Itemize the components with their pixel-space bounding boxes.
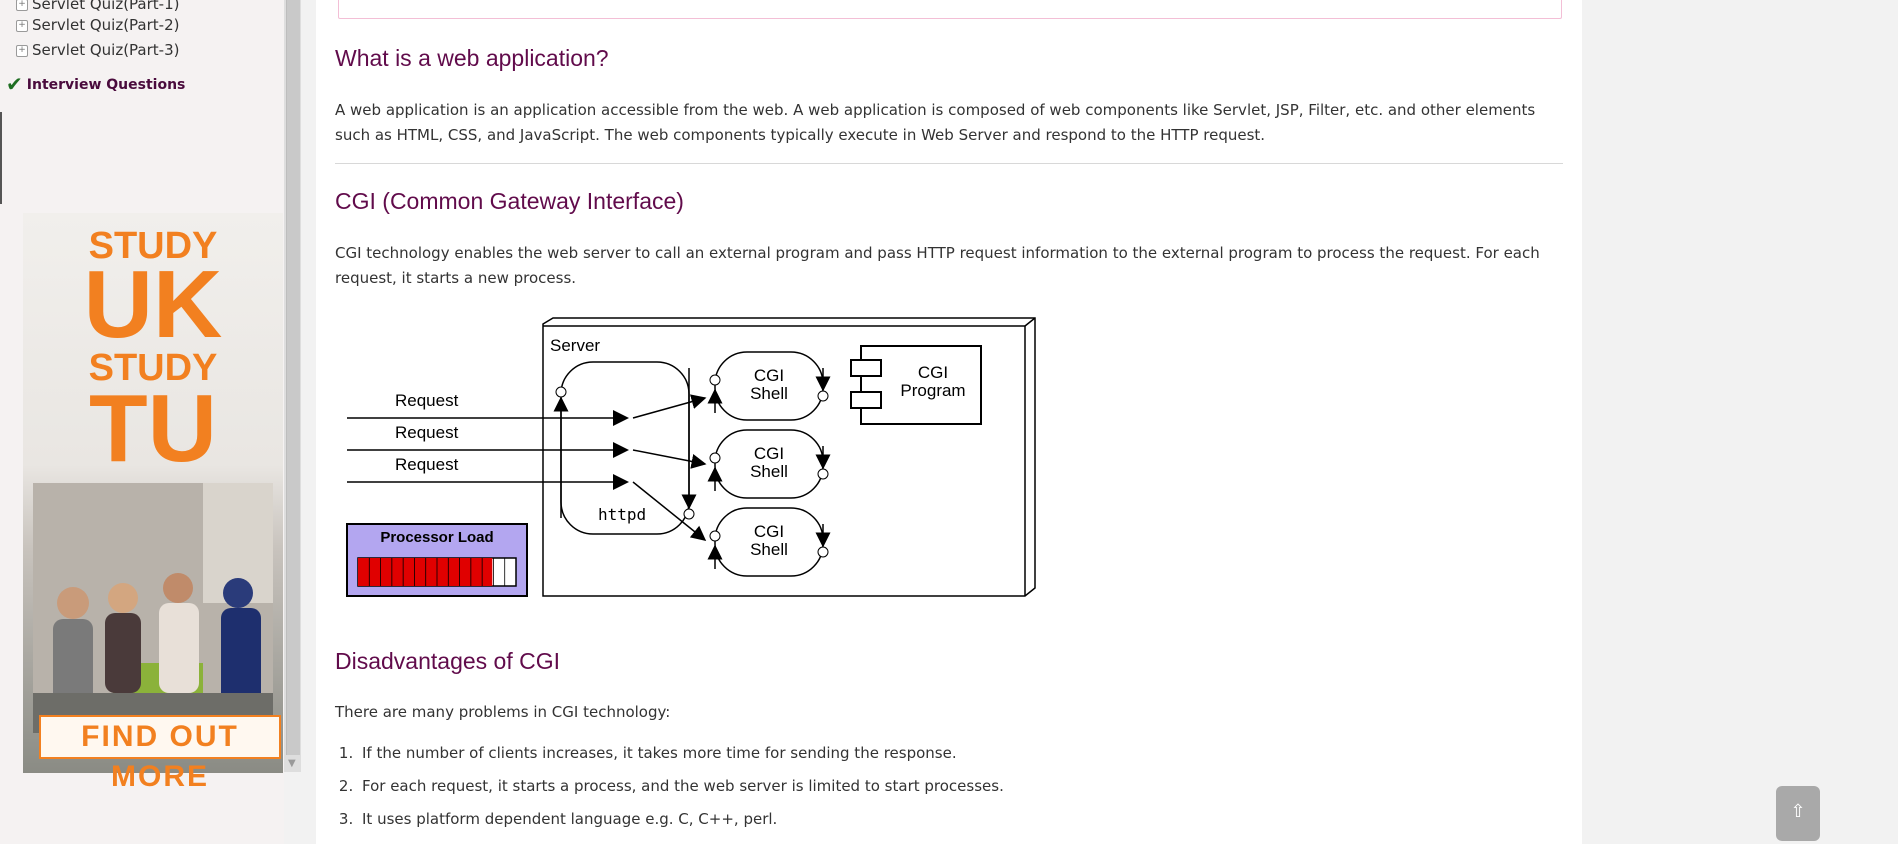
request-label: Request xyxy=(395,423,459,442)
expand-icon[interactable]: + xyxy=(16,19,28,32)
cgi-program-component: CGI Program xyxy=(850,345,982,425)
processor-load-fill xyxy=(358,558,493,586)
sidebar-item-servlet-quiz-1[interactable]: + Servlet Quiz(Part-1) xyxy=(16,0,179,13)
port-circle xyxy=(683,508,695,520)
cgi-architecture-diagram: Server httpd Request Request Request CGI… xyxy=(346,317,1036,597)
sidebar-item-label: Servlet Quiz(Part-3) xyxy=(32,41,180,59)
content-box xyxy=(338,0,1562,19)
cgi-shell-label: Shell xyxy=(750,540,788,559)
ad-headline: STUDY xyxy=(88,347,218,389)
list-item: For each request, it starts a process, a… xyxy=(358,771,1558,804)
sidebar-item-label: Servlet Quiz(Part-2) xyxy=(32,16,180,34)
sidebar-item-interview-questions[interactable]: ✔Interview Questions xyxy=(6,72,185,96)
processor-load-panel: Processor Load xyxy=(346,523,528,597)
request-label: Request xyxy=(395,455,459,474)
expand-icon[interactable]: + xyxy=(16,44,28,57)
request-label: Request xyxy=(395,391,459,410)
cgi-shell-label: CGI xyxy=(754,366,784,385)
cgi-shell: CGI Shell xyxy=(707,429,831,499)
paragraph-disadvantages: There are many problems in CGI technolog… xyxy=(335,703,671,721)
sidebar-item-label: Interview Questions xyxy=(26,77,186,93)
server-label: Server xyxy=(550,336,600,355)
cgi-program-label: Program xyxy=(900,381,965,400)
cgi-problems-list: If the number of clients increases, it t… xyxy=(335,738,1558,837)
expand-icon[interactable]: + xyxy=(16,0,28,11)
cgi-shell-label: Shell xyxy=(750,384,788,403)
sidebar-divider xyxy=(0,112,2,204)
heading-disadvantages: Disadvantages of CGI xyxy=(335,648,561,674)
cgi-shell-label: CGI xyxy=(754,444,784,463)
cgi-shell-label: Shell xyxy=(750,462,788,481)
sidebar-item-servlet-quiz-3[interactable]: + Servlet Quiz(Part-3) xyxy=(16,41,179,59)
cgi-program-label: CGI xyxy=(918,363,948,382)
main-content: What is a web application? A web applica… xyxy=(316,0,1582,844)
scrollbar-thumb[interactable] xyxy=(286,0,300,755)
scroll-to-top-button[interactable]: ⇧ xyxy=(1776,786,1820,841)
port-circle xyxy=(555,386,567,398)
cgi-shell-label: CGI xyxy=(754,522,784,541)
find-out-more-button[interactable]: FIND OUT MORE xyxy=(39,715,281,793)
processor-load-ticks xyxy=(368,558,506,586)
ad-headline: UK xyxy=(83,251,223,358)
left-sidebar: + Servlet Quiz(Part-1) + Servlet Quiz(Part… xyxy=(0,0,284,844)
httpd-label: httpd xyxy=(598,505,646,524)
scroll-down-arrow-icon[interactable]: ▼ xyxy=(288,758,296,769)
advertisement-banner[interactable]: STUDY UK STUDY TU FIND OUT MORE xyxy=(23,213,283,793)
paragraph-web-application: A web application is an application acce… xyxy=(335,101,1536,144)
cgi-shell: CGI Shell xyxy=(707,507,831,577)
sidebar-item-label: Servlet Quiz(Part-1) xyxy=(32,0,180,13)
list-item: It uses platform dependent language e.g.… xyxy=(358,804,1558,837)
heading-cgi: CGI (Common Gateway Interface) xyxy=(335,188,684,214)
list-item: If the number of clients increases, it t… xyxy=(358,738,1558,771)
ad-photo-students xyxy=(33,483,273,733)
processor-load-label: Processor Load xyxy=(380,529,493,546)
section-divider xyxy=(335,163,1563,164)
ad-headline: TU xyxy=(89,375,217,482)
heading-web-application: What is a web application? xyxy=(335,45,609,71)
paragraph-cgi: CGI technology enables the web server to… xyxy=(335,244,1540,287)
checkmark-icon: ✔ xyxy=(6,72,23,96)
sidebar-scrollbar[interactable]: ▼ xyxy=(284,0,301,772)
sidebar-item-servlet-quiz-2[interactable]: + Servlet Quiz(Part-2) xyxy=(16,16,179,34)
cgi-shell: CGI Shell xyxy=(707,351,831,421)
ad-headline: STUDY xyxy=(88,225,218,267)
